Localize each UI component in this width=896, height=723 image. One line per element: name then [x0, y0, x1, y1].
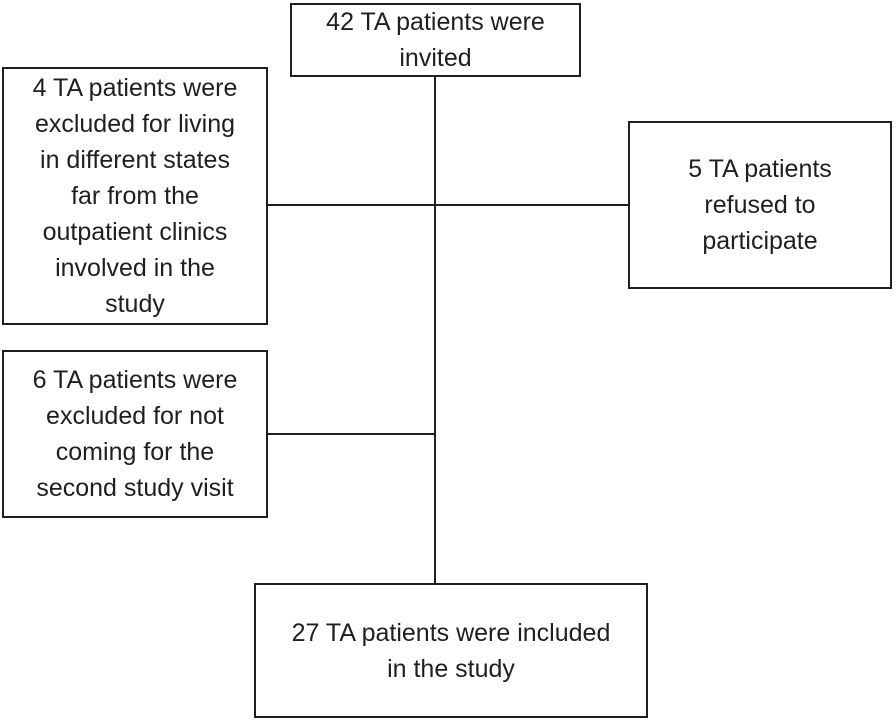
node-refused-text: 5 TA patients refused to participate [688, 155, 832, 255]
node-excluded-distance-box: 4 TA patients were excluded for living i… [2, 67, 268, 325]
connector-branch-excluded-visit [268, 433, 436, 435]
connector-main-vertical-line [434, 77, 436, 583]
node-excluded-visit-text: 6 TA patients were excluded for not comi… [32, 366, 238, 502]
node-included-text: 27 TA patients were included in the stud… [291, 618, 611, 683]
node-invited-box: 42 TA patients were invited [290, 3, 581, 77]
node-refused-box: 5 TA patients refused to participate [628, 121, 892, 289]
node-invited-text: 42 TA patients were invited [326, 8, 545, 72]
node-excluded-distance-text: 4 TA patients were excluded for living i… [32, 74, 238, 318]
node-included-box: 27 TA patients were included in the stud… [254, 583, 648, 718]
node-excluded-visit-box: 6 TA patients were excluded for not comi… [2, 350, 268, 518]
connector-branch-excluded-distance-refused [268, 204, 628, 206]
